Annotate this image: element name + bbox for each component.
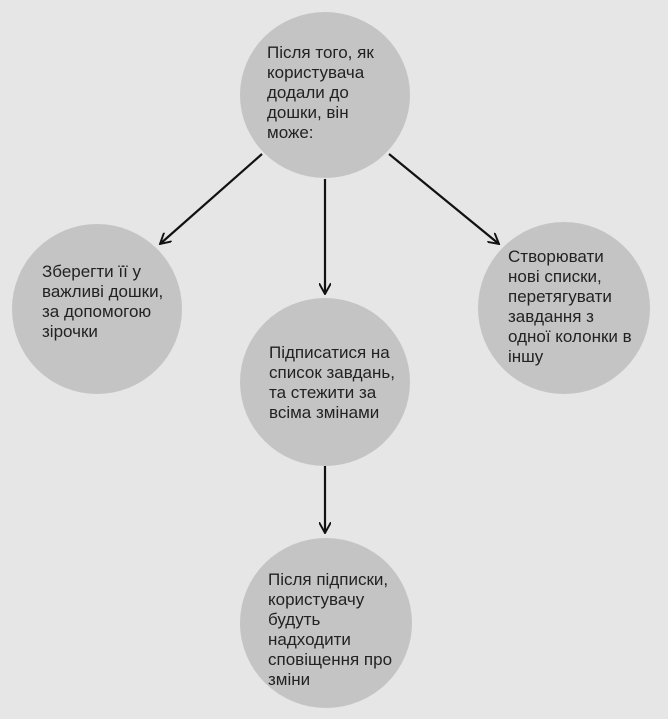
node-bottom: Після підписки, користувачу будуть надхо… [240, 538, 412, 708]
arrow-top-to-right [388, 153, 499, 244]
node-right: Створювати нові списки, перетягувати зав… [478, 222, 650, 394]
node-middle-text: Підписатися на список завдань, та стежит… [269, 343, 395, 422]
node-right-text: Створювати нові списки, перетягувати зав… [508, 247, 632, 366]
node-left-text: Зберегти її у важливі дошки, за допомого… [42, 262, 164, 341]
node-top: Після того, як користувача додали до дош… [240, 12, 410, 178]
node-middle: Підписатися на список завдань, та стежит… [240, 298, 410, 466]
arrow-top-to-left [160, 153, 263, 244]
node-left: Зберегти її у важливі дошки, за допомого… [12, 224, 182, 394]
node-top-text: Після того, як користувача додали до дош… [267, 43, 374, 142]
node-bottom-text: Після підписки, користувачу будуть надхо… [268, 570, 393, 689]
